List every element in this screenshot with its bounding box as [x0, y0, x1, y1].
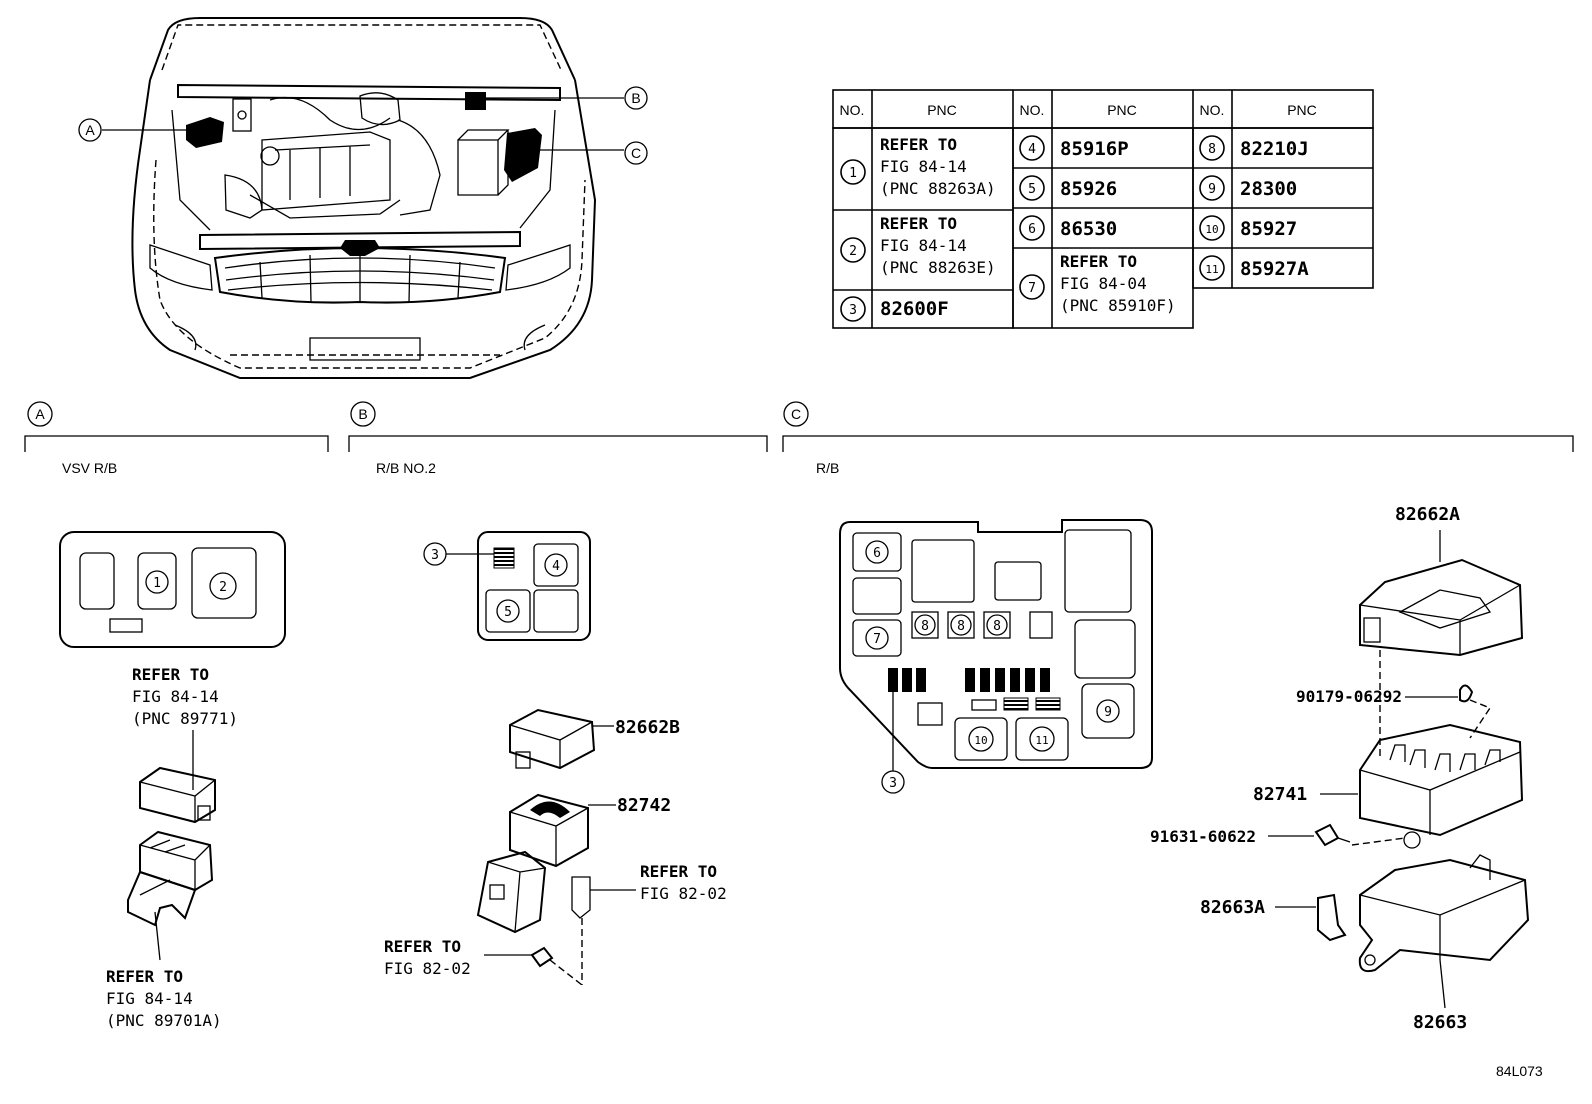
- part-82662a: 82662A: [1395, 504, 1460, 525]
- slot-2-label: 2: [219, 580, 227, 595]
- table-pnc-line: (PNC 85910F): [1060, 296, 1176, 315]
- pnc-table: [832, 89, 1374, 329]
- table-header-pnc: PNC: [1287, 102, 1317, 118]
- locator-c-label: C: [631, 145, 641, 161]
- table-no: 3: [849, 303, 857, 318]
- table-header-pnc: PNC: [1107, 102, 1137, 118]
- refer-text: REFER TO: [132, 665, 209, 684]
- table-pnc-value: 85926: [1060, 178, 1117, 200]
- locator-b-callout: [624, 86, 648, 110]
- refer-text: REFER TO: [106, 967, 183, 986]
- refer-text: REFER TO: [384, 937, 461, 956]
- refer-text: REFER TO: [640, 862, 717, 881]
- slot-10-label: 10: [974, 734, 987, 747]
- part-82742: 82742: [617, 795, 671, 816]
- refer-text: FIG 82-02: [384, 959, 471, 978]
- section-b-relay-block-no2: 3 4 5 82662B 82742 REFER TO FIG 82-02 RE…: [384, 531, 727, 986]
- engine-bay-locator: A B C: [78, 17, 648, 379]
- table-header-no: NO.: [1020, 102, 1045, 118]
- section-a-vsv-relay-block: 1 2 REFER TO FIG 84-14 (PNC 89771) REFER…: [59, 531, 286, 1030]
- refer-text: (PNC 89701A): [106, 1011, 222, 1030]
- slot-7-label: 7: [873, 632, 881, 647]
- diagram-code: 84L073: [1496, 1063, 1543, 1079]
- slot-3-label: 3: [431, 548, 439, 563]
- table-pnc-line: REFER TO: [880, 135, 957, 154]
- table-pnc-value: 85916P: [1060, 138, 1129, 160]
- table-pnc-line: REFER TO: [1060, 252, 1137, 271]
- slot-4-label: 4: [552, 559, 560, 574]
- section-a-title: VSV R/B: [62, 460, 117, 476]
- refer-text: FIG 82-02: [640, 884, 727, 903]
- section-a-label: A: [35, 406, 45, 422]
- table-pnc-value: 85927: [1240, 218, 1297, 240]
- slot-8-label: 8: [957, 619, 965, 634]
- part-91631-60622: 91631-60622: [1150, 827, 1256, 846]
- slot-6-label: 6: [873, 546, 881, 561]
- table-pnc-line: FIG 84-14: [880, 236, 967, 255]
- table-no: 10: [1205, 223, 1218, 236]
- table-pnc-line: (PNC 88263E): [880, 258, 996, 277]
- section-b-title: R/B NO.2: [376, 460, 436, 476]
- section-headers: A B C VSV R/B R/B NO.2 R/B: [24, 401, 1574, 476]
- slot-9-label: 9: [1104, 705, 1112, 720]
- slot-8-label: 8: [993, 619, 1001, 634]
- table-no: 7: [1028, 281, 1036, 296]
- section-c-relay-block: 6 7 8 8 8 9 10 11 3: [839, 519, 1153, 794]
- table-pnc-value: 86530: [1060, 218, 1117, 240]
- locator-b-label: B: [631, 90, 640, 106]
- table-header-no: NO.: [840, 102, 865, 118]
- part-82663: 82663: [1413, 1012, 1467, 1033]
- table-no: 1: [849, 166, 857, 181]
- table-pnc-value: 28300: [1240, 178, 1297, 200]
- locator-a-label: A: [85, 122, 95, 138]
- table-pnc-value: 82600F: [880, 298, 949, 320]
- part-82662b: 82662B: [615, 717, 680, 738]
- pnc-table-text: NO. PNC NO. PNC NO. PNC 1 2 3 4 5 6 7 8 …: [840, 102, 1317, 320]
- table-no: 6: [1028, 222, 1036, 237]
- slot-5-label: 5: [504, 605, 512, 620]
- slot-1-label: 1: [153, 576, 161, 591]
- table-no: 11: [1205, 263, 1218, 276]
- table-pnc-line: FIG 84-04: [1060, 274, 1147, 293]
- table-pnc-line: FIG 84-14: [880, 157, 967, 176]
- refer-text: (PNC 89771): [132, 709, 238, 728]
- table-no: 2: [849, 244, 857, 259]
- part-90179-06292: 90179-06292: [1296, 687, 1402, 706]
- table-pnc-value: 85927A: [1240, 258, 1309, 280]
- section-c-exploded-assembly: 82662A 90179-06292 82741 91631-60622 826…: [1150, 504, 1530, 1033]
- table-header-no: NO.: [1200, 102, 1225, 118]
- table-pnc-line: (PNC 88263A): [880, 179, 996, 198]
- section-c-label: C: [791, 406, 801, 422]
- table-no: 4: [1028, 142, 1036, 157]
- table-pnc-line: REFER TO: [880, 214, 957, 233]
- table-header-pnc: PNC: [927, 102, 957, 118]
- table-pnc-value: 82210J: [1240, 138, 1309, 160]
- locator-c-callout: [624, 141, 648, 165]
- slot-11-label: 11: [1035, 734, 1048, 747]
- locator-a-callout: [78, 118, 102, 142]
- section-c-title: R/B: [816, 460, 839, 476]
- slot-3-label: 3: [889, 776, 897, 791]
- part-82741: 82741: [1253, 784, 1307, 805]
- section-b-label: B: [358, 406, 367, 422]
- table-no: 5: [1028, 182, 1036, 197]
- refer-text: FIG 84-14: [106, 989, 193, 1008]
- table-no: 8: [1208, 142, 1216, 157]
- slot-8-label: 8: [921, 619, 929, 634]
- refer-text: FIG 84-14: [132, 687, 219, 706]
- table-no: 9: [1208, 182, 1216, 197]
- part-82663a: 82663A: [1200, 897, 1265, 918]
